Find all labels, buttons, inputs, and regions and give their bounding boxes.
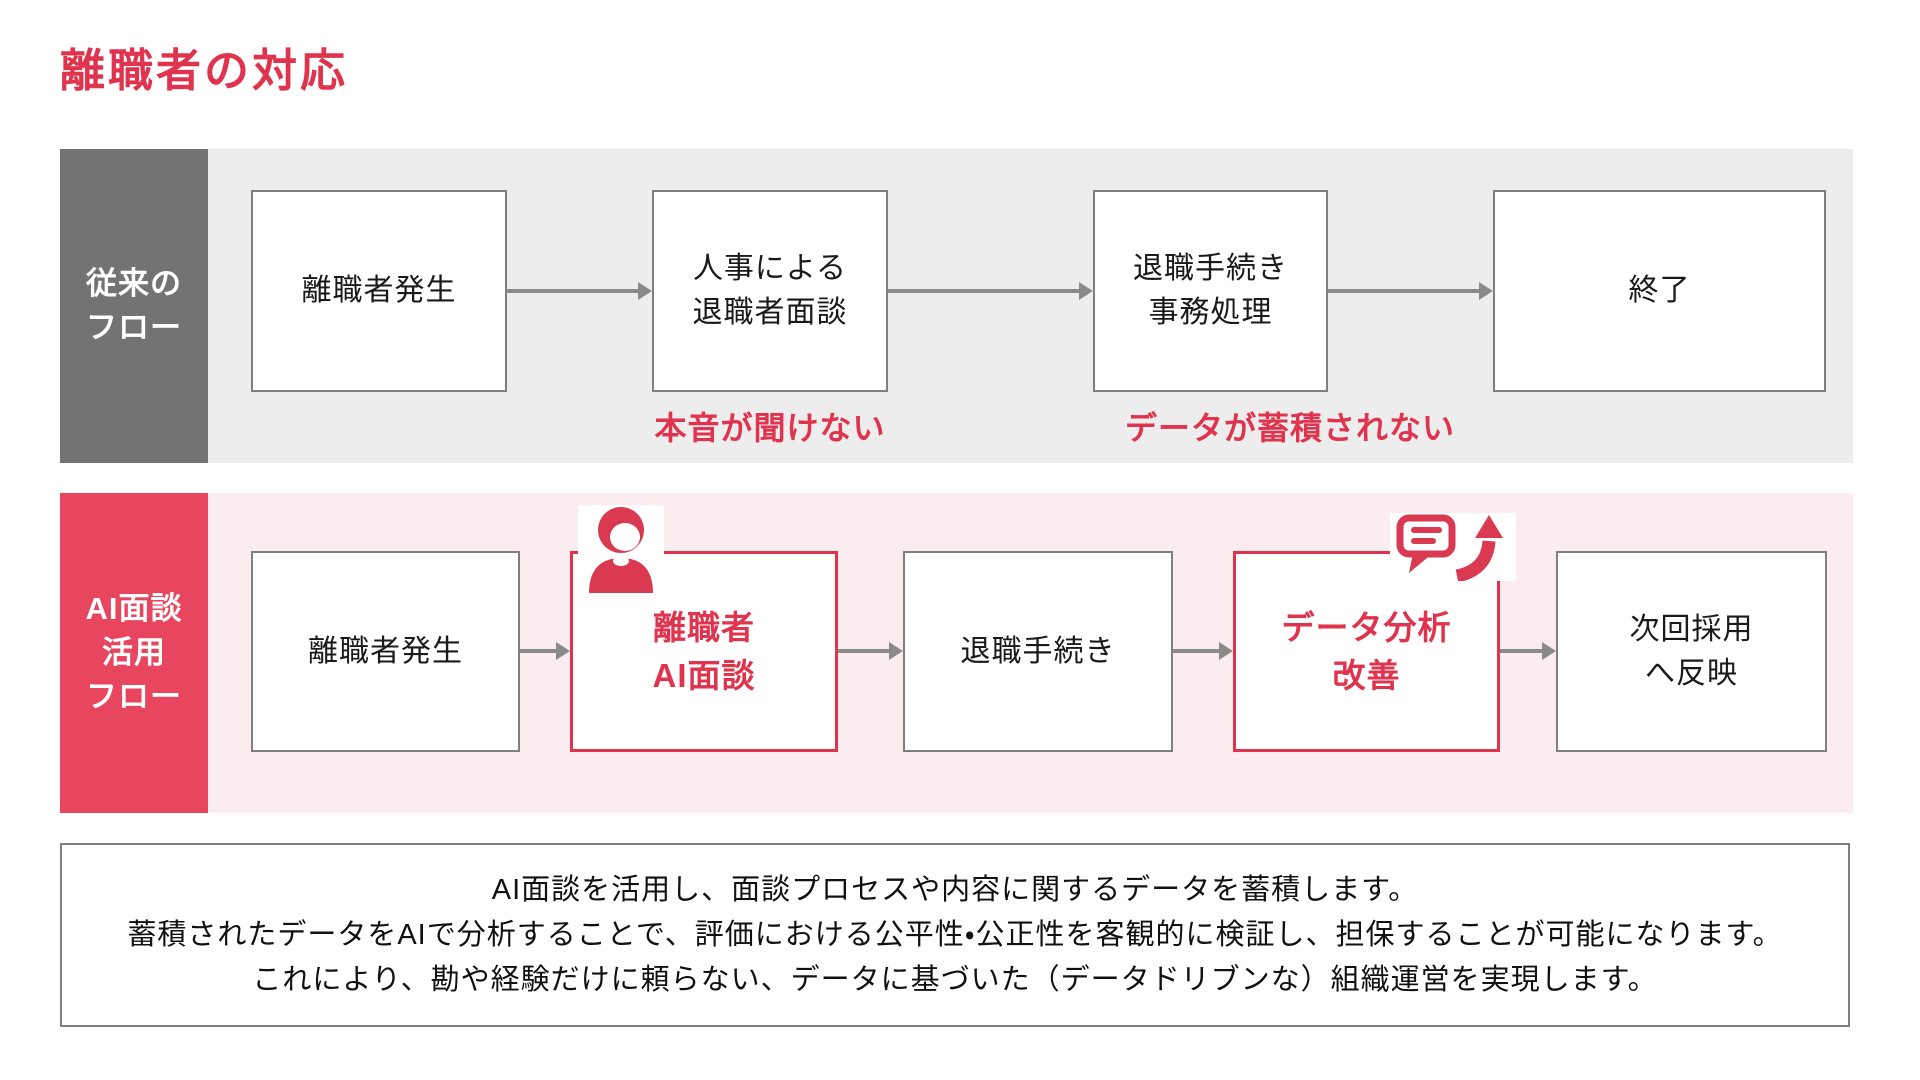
page-title: 離職者の対応 [60,45,349,96]
step-employee-departure: 離職者発生 [251,190,507,392]
flow-arrow [1173,642,1233,660]
issue-note-no-honest-feedback: 本音が聞けない [654,410,886,446]
step-label: 退職手続き [960,634,1116,668]
step-label: 終了 [1628,274,1691,307]
summary-box: AI面談を活用し、面談プロセスや内容に関するデータを蓄積します。 蓄積されたデー… [60,843,1850,1027]
ai-flow-row-label: AI面談 活用 フロー [60,493,208,813]
step-label: AI面談 [652,656,756,694]
issue-note-no-data-accumulated: データが蓄積されない [1124,410,1455,446]
flow-arrow [838,642,903,660]
person-icon [578,505,664,593]
traditional-flow-row-label: 従来の フロー [60,149,208,463]
row-label-line: 活用 [102,635,166,670]
step-end: 終了 [1493,190,1826,392]
flow-arrow [1500,642,1556,660]
row-label-line: フロー [86,310,182,345]
summary-line: 蓄積されたデータをAIで分析することで、評価における公平性・公正性を客観的に検証… [127,918,1783,951]
summary-line: これにより、勘や経験だけに頼らない、データに基づいた（データドリブンな）組織運営… [252,963,1658,996]
step-employee-departure-ai: 離職者発生 [251,551,520,752]
chat-improvement-icon [1390,513,1516,583]
step-hr-exit-interview: 人事による 退職者面談 [652,190,888,392]
step-label: 退職手続き [1133,252,1288,285]
flow-arrow [507,282,652,300]
step-apply-to-next-hiring: 次回採用 へ反映 [1556,551,1827,752]
step-label: 改善 [1332,656,1401,694]
flow-arrow [1328,282,1493,300]
step-label: 離職者発生 [301,274,457,307]
row-label-line: 従来の [86,266,182,301]
step-resignation-paperwork: 退職手続き 事務処理 [1093,190,1328,392]
flow-arrow [888,282,1093,300]
step-label: 離職者発生 [308,634,463,668]
traditional-flow-row: 従来の フロー 離職者発生 人事による 退職者面談 退職手続き 事務処理 終了 … [60,149,1853,463]
step-label: 人事による [692,252,848,285]
ai-flow-row: AI面談 活用 フロー 離職者発生 離職者 AI面談 退職手続き デー [60,493,1853,813]
row-label-line: AI面談 [85,591,183,626]
step-label: 事務処理 [1148,296,1273,329]
step-label: データ分析 [1281,608,1452,646]
step-resignation-procedure: 退職手続き [903,551,1173,752]
step-label: 退職者面談 [692,296,848,329]
summary-line: AI面談を活用し、面談プロセスや内容に関するデータを蓄積します。 [491,873,1419,906]
step-label: 離職者 [653,608,755,646]
step-label: 次回採用 [1629,612,1754,646]
step-data-analysis-improvement: データ分析 改善 [1233,551,1500,752]
step-label: へ反映 [1645,656,1738,690]
flow-arrow [520,642,570,660]
row-label-line: フロー [86,679,182,714]
